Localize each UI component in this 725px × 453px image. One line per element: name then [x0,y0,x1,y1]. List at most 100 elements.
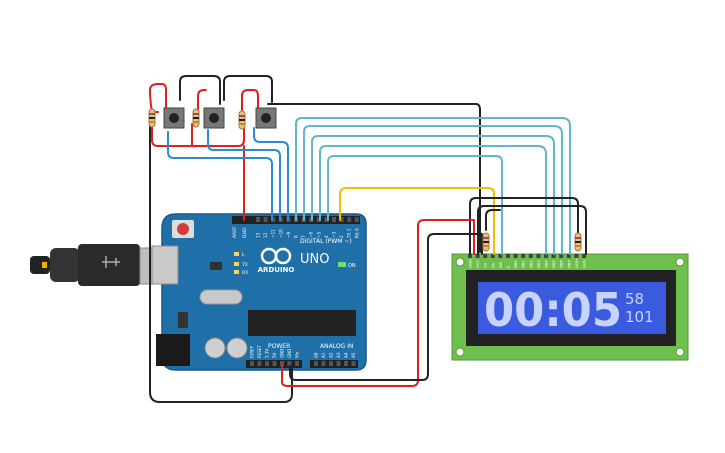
tx-led [234,262,239,266]
atmega-chip [248,310,356,336]
lcd-pin[interactable] [551,254,556,258]
digital-pin-label: ~3 [332,231,337,238]
lcd-pin[interactable] [513,254,518,258]
power-pin-label: GND [287,349,292,358]
push-button-2[interactable] [203,107,225,129]
lcd-pin[interactable] [582,254,586,258]
digital-pin[interactable] [354,217,359,222]
lcd-pin[interactable] [468,254,472,258]
usb-jack [151,245,179,285]
button-1-cap [169,113,179,123]
brand-label: ARDUINO [258,266,295,274]
lcd-pin[interactable] [498,254,503,258]
on-label: ON [348,263,356,269]
digital-pin-label: 8 [294,235,299,238]
analog-pin[interactable] [321,361,326,366]
power-pin[interactable] [280,361,284,366]
analog-pin[interactable] [344,361,348,366]
resistor-4 [482,232,490,252]
mount-hole-1 [455,257,465,267]
push-buttons [163,107,277,129]
analog-pin[interactable] [314,361,318,366]
lcd-pin-label: RS [490,262,495,268]
digital-pin[interactable] [316,217,321,222]
power-pin[interactable] [287,361,292,366]
push-button-1[interactable] [163,107,185,129]
wire-gnd-loop [149,119,293,403]
wire-red-btn3 [241,89,259,113]
wire-lcd-black-1 [469,197,579,255]
digital-pin-label: RX 0 [354,228,359,238]
power-jack [156,334,190,366]
l-led [234,252,239,256]
analog-pin[interactable] [351,361,356,366]
lcd-pin[interactable] [528,254,533,258]
lcd-pin[interactable] [483,254,488,258]
on-led [338,262,346,267]
power-pin[interactable] [250,361,254,366]
analog-pin-label: A1 [321,352,326,358]
lcd-pin-label: GND [468,259,473,268]
power-pin[interactable] [265,361,269,366]
resistor-2 [192,108,200,128]
digital-pin-label: ~9 [286,231,291,238]
smd-chip [210,262,222,270]
rx-label: RX [242,270,248,276]
power-pin[interactable] [272,361,277,366]
resistor-3 [238,110,246,130]
power-pin[interactable] [295,361,299,366]
digital-pin[interactable] [263,217,268,222]
digital-pin-label: ~10 [278,229,283,238]
digital-pin-label: 7 [301,235,306,238]
lcd-pin-label: LED+ [574,257,579,268]
analog-pin[interactable] [336,361,341,366]
digital-pin-label: ~11 [271,229,276,238]
lcd-pin-label: DB7 [566,259,571,268]
digital-pin-label: TX 1 [347,228,352,239]
lcd-pin[interactable] [559,254,564,258]
power-pin-label: GND [280,349,285,358]
lcd-pin-label: DB6 [559,259,564,268]
lcd-pin-label: VCC [475,260,480,268]
wires [149,75,587,403]
mount-hole-2 [675,257,685,267]
digital-pin[interactable] [339,217,344,222]
power-pin[interactable] [257,361,262,366]
l-label: L [242,252,245,258]
lcd-pin[interactable] [566,254,571,258]
digital-pin[interactable] [324,217,329,222]
analog-pin-label: A4 [344,352,349,358]
digital-pin[interactable] [271,217,276,222]
wire-lcd-black-2 [477,205,587,255]
lcd-small-bottom: 101 [625,308,654,326]
lcd-pin[interactable] [490,254,495,258]
push-button-3[interactable] [255,107,277,129]
lcd-pin-label: RW [498,262,503,268]
lcd-pin[interactable] [506,254,510,258]
arduino-logo [260,247,292,265]
lcd-pin[interactable] [544,254,548,258]
usb-plug-body [78,244,140,286]
wire-black-gnd-lcd [289,233,483,381]
lcd-pin[interactable] [536,254,541,258]
mount-hole-3 [455,347,465,357]
button-3-cap [261,113,271,123]
power-pin-label: RESET [257,345,262,358]
analog-pin[interactable] [329,361,333,366]
lcd-small-top: 58 [625,290,644,308]
lcd-pin[interactable] [574,254,579,258]
lcd-pin-label: LED- [582,259,587,268]
digital-pin[interactable] [256,217,260,222]
lcd-pin[interactable] [475,254,480,258]
wire-blue-btn2 [207,129,281,221]
digital-pin[interactable] [332,217,336,222]
digital-pin[interactable] [347,217,352,222]
wire-cyan-4 [319,145,547,255]
lcd-pin-label: V0 [483,262,488,268]
wire-yellow [339,187,495,255]
lcd-pin[interactable] [521,254,526,258]
power-header-label: POWER [268,343,290,350]
lcd-pin-label: DB4 [544,259,549,268]
